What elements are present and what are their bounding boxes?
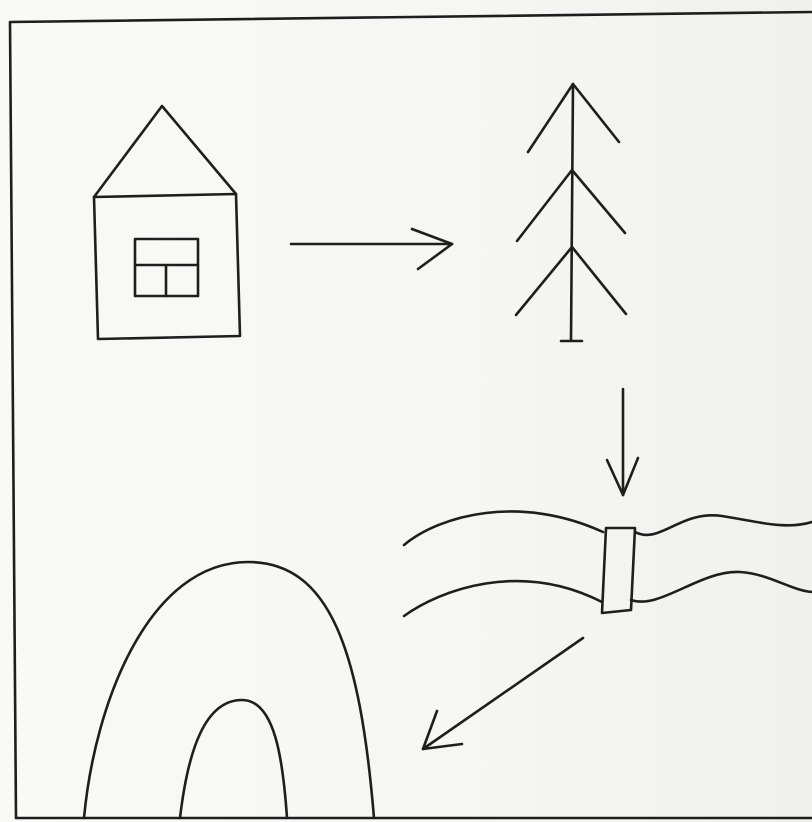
frame-border: [10, 12, 812, 818]
house-window-mullions: [137, 265, 197, 296]
river-bank-upper: [404, 511, 603, 545]
river-with-bridge-icon: [404, 511, 812, 616]
house-roof: [94, 106, 236, 197]
arrow-down-icon: [607, 389, 638, 495]
river-bank-lower-right: [631, 572, 812, 602]
arch-outer: [84, 562, 374, 818]
tree-icon: [516, 84, 626, 341]
tree-trunk: [571, 84, 573, 340]
arrow-right-icon: [291, 229, 452, 269]
arch-icon: [84, 562, 374, 818]
arrow-down-left-icon: [423, 638, 583, 749]
arch-inner: [180, 700, 287, 818]
river-bank-upper-right: [635, 515, 812, 535]
house-icon: [94, 106, 240, 339]
river-bank-lower: [404, 581, 602, 616]
